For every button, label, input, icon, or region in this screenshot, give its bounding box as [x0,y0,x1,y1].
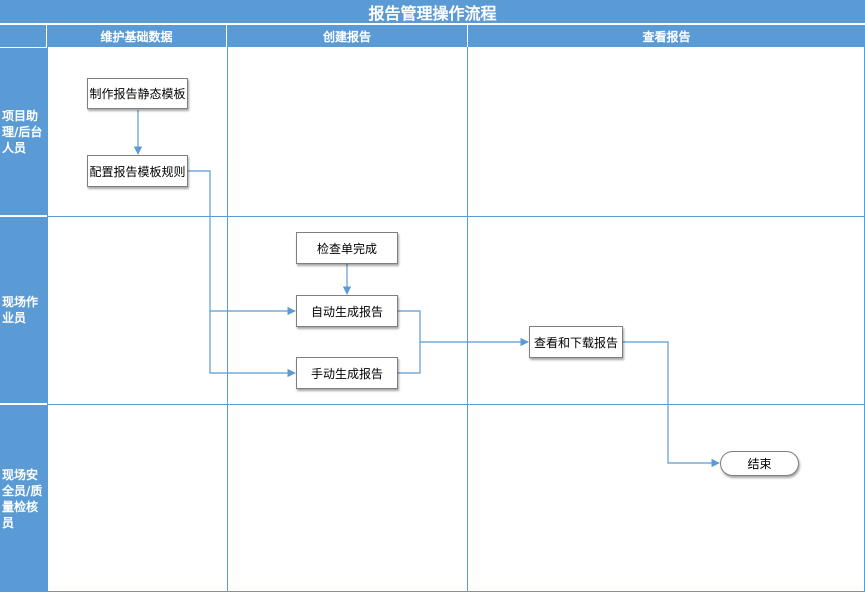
lane-divider-h2 [47,404,865,405]
lane-divider-v2 [227,47,228,592]
lane-divider-v3 [467,47,468,592]
lane-divider-h1 [47,216,865,217]
edge-rules-to-auto [188,170,296,316]
node-auto-generate-report[interactable]: 自动生成报告 [296,295,398,327]
node-end-terminator[interactable]: 结束 [720,451,799,476]
node-manual-generate-report[interactable]: 手动生成报告 [296,357,398,389]
column-header-view-report: 查看报告 [468,25,865,47]
header-corner [0,25,47,47]
edge-view-to-end [623,341,720,468]
lane-label-assistant: 项目助理/后台人员 [2,108,43,155]
node-configure-template-rules[interactable]: 配置报告模板规则 [87,155,188,187]
lane-header-safety-inspector: 现场安全员/质量检核员 [0,405,47,592]
diagram-title: 报告管理操作流程 [0,0,865,24]
node-make-static-template[interactable]: 制作报告静态模板 [87,78,188,109]
node-view-download-report[interactable]: 查看和下载报告 [529,326,623,358]
lane-divider-v1 [47,47,48,592]
column-header-maintain-data: 维护基础数据 [47,25,227,47]
edge-auto-to-view [398,310,529,347]
edge-rules-to-manual [209,311,296,378]
lane-header-assistant: 项目助理/后台人员 [0,48,47,216]
lane-label-field-operator: 现场作业员 [2,295,39,325]
lane-label-safety-inspector: 现场安全员/质量检核员 [2,467,43,530]
edge-manual-to-view [398,342,421,374]
node-checklist-complete[interactable]: 检查单完成 [296,232,398,264]
column-header-create-report: 创建报告 [227,25,468,47]
lane-header-field-operator: 现场作业员 [0,217,47,404]
